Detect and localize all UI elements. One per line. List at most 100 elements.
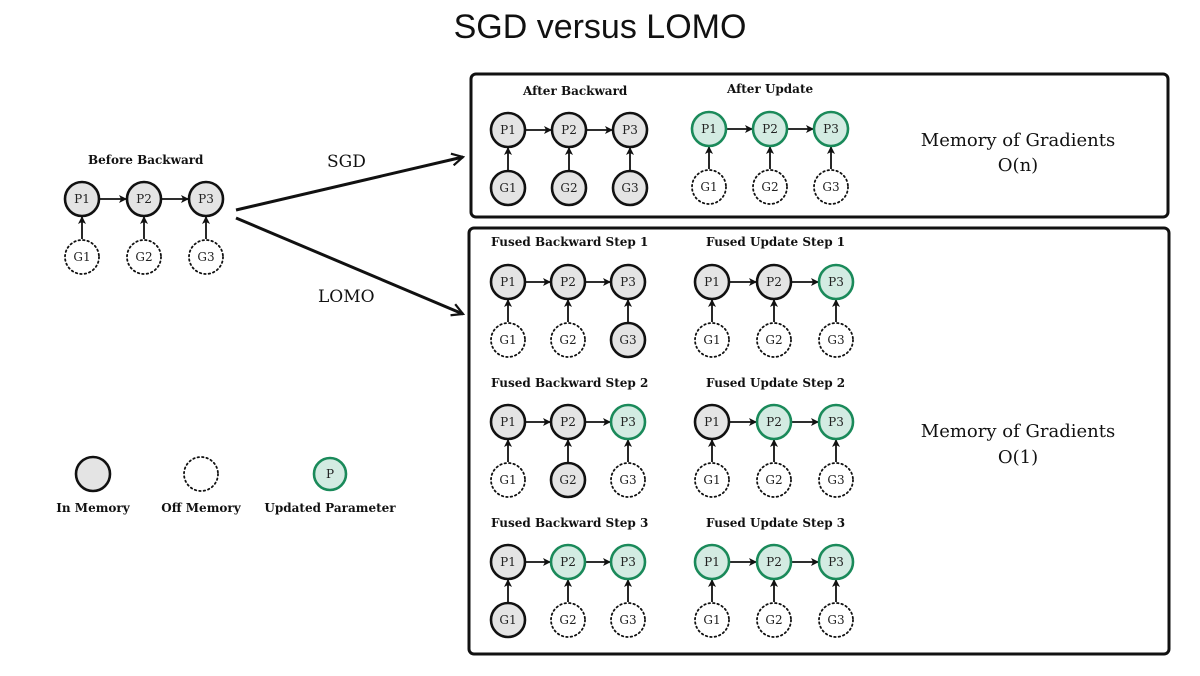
- grad-label: G3: [827, 333, 844, 347]
- param-label: P1: [74, 192, 90, 206]
- grad-circle-off: [550, 322, 586, 358]
- legend-swatch-text: P: [326, 467, 334, 481]
- param-label: P1: [500, 123, 516, 137]
- legend-label: Off Memory: [161, 501, 241, 515]
- param-circle-updated: [609, 403, 647, 441]
- param-label: P3: [620, 415, 636, 429]
- grad-label: G1: [703, 613, 720, 627]
- legend-item: In Memory: [56, 455, 131, 515]
- param-label: P3: [622, 123, 638, 137]
- param-circle-in: [609, 263, 647, 301]
- param-circle-updated: [690, 110, 728, 148]
- param-node: P2: [751, 110, 789, 148]
- param-label: P2: [560, 555, 576, 569]
- grad-label: G1: [700, 180, 717, 194]
- param-circle-in: [489, 111, 527, 149]
- param-node: P3: [611, 111, 649, 149]
- param-circle-in: [549, 263, 587, 301]
- grad-label: G3: [822, 180, 839, 194]
- diagram-title: SGD versus LOMO: [453, 8, 747, 46]
- grad-circle-off: [813, 169, 849, 205]
- grad-label: G1: [499, 333, 516, 347]
- grad-label: G3: [619, 613, 636, 627]
- grad-label: G3: [197, 250, 214, 264]
- param-node: P1: [690, 110, 728, 148]
- param-label: P3: [828, 555, 844, 569]
- legend-swatch-off: [183, 456, 219, 492]
- param-label: P3: [198, 192, 214, 206]
- param-node: P1: [489, 263, 527, 301]
- grad-circle-in: [611, 169, 649, 207]
- param-label: P1: [704, 415, 720, 429]
- param-label: P2: [766, 275, 782, 289]
- grad-label: G2: [765, 473, 782, 487]
- sgd-branch-label: SGD: [327, 152, 366, 172]
- grad-node: G1: [490, 462, 526, 498]
- legend-item: Off Memory: [161, 456, 242, 515]
- param-node: P2: [755, 543, 793, 581]
- param-label: P2: [762, 122, 778, 136]
- grad-node: G1: [64, 239, 100, 275]
- param-node: P3: [609, 263, 647, 301]
- grad-label: G2: [559, 473, 576, 487]
- grad-node: G3: [818, 462, 854, 498]
- param-node: P3: [609, 403, 647, 441]
- param-label: P1: [500, 415, 516, 429]
- lomo-branch-label: LOMO: [318, 287, 375, 307]
- graph-title: Fused Backward Step 3: [491, 516, 648, 530]
- lomo-memory-complexity: O(1): [998, 447, 1038, 468]
- param-label: P2: [560, 275, 576, 289]
- grad-node: G2: [756, 602, 792, 638]
- param-node: P3: [812, 110, 850, 148]
- param-label: P1: [500, 555, 516, 569]
- grad-node: G1: [489, 601, 527, 639]
- grad-label: G2: [560, 181, 577, 195]
- param-node: P2: [755, 403, 793, 441]
- lomo-branch-arrow: [235, 216, 463, 314]
- param-label: P2: [766, 415, 782, 429]
- grad-circle-off: [694, 602, 730, 638]
- param-circle-updated: [755, 543, 793, 581]
- sgd-branch-arrow: [235, 157, 463, 212]
- grad-circle-off: [818, 602, 854, 638]
- graph-title: Before Backward: [88, 153, 204, 167]
- grad-label: G2: [559, 333, 576, 347]
- param-label: P1: [704, 555, 720, 569]
- param-node: P1: [489, 111, 527, 149]
- grad-node: G2: [550, 602, 586, 638]
- grad-label: G1: [499, 613, 516, 627]
- param-node: P3: [187, 180, 225, 218]
- grad-circle-off: [756, 602, 792, 638]
- param-circle-in: [693, 263, 731, 301]
- grad-circle-in: [489, 601, 527, 639]
- graph-title: Fused Backward Step 1: [491, 235, 648, 249]
- param-node: P1: [63, 180, 101, 218]
- grad-circle-off: [188, 239, 224, 275]
- param-node: P3: [817, 263, 855, 301]
- grad-circle-off: [756, 462, 792, 498]
- grad-label: G3: [827, 613, 844, 627]
- param-circle-updated: [812, 110, 850, 148]
- grad-circle-in: [550, 169, 588, 207]
- graph-title: Fused Update Step 2: [706, 376, 845, 390]
- grad-node: G1: [691, 169, 727, 205]
- lomo-panel: [467, 226, 1171, 656]
- param-circle-in: [755, 263, 793, 301]
- grad-circle-off: [694, 462, 730, 498]
- grad-node: G2: [756, 462, 792, 498]
- param-circle-in: [489, 263, 527, 301]
- grad-label: G2: [761, 180, 778, 194]
- grad-circle-off: [818, 322, 854, 358]
- legend-label: Updated Parameter: [264, 501, 396, 515]
- graph-title: After Update: [726, 82, 814, 96]
- param-circle-updated: [609, 543, 647, 581]
- grad-label: G3: [619, 473, 636, 487]
- grad-circle-off: [756, 322, 792, 358]
